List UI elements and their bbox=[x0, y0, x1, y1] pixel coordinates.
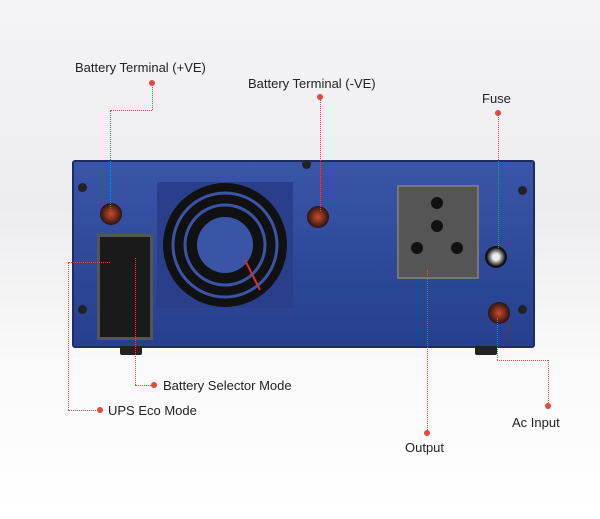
fuse-holder bbox=[485, 246, 507, 268]
callout-dot bbox=[97, 407, 103, 413]
label-battery-terminal-positive: Battery Terminal (+VE) bbox=[75, 60, 206, 75]
label-fuse: Fuse bbox=[482, 91, 511, 106]
foot bbox=[120, 346, 142, 355]
screw bbox=[78, 305, 87, 314]
label-ups-eco-mode: UPS Eco Mode bbox=[108, 403, 197, 418]
output-socket bbox=[397, 185, 479, 279]
screw bbox=[302, 160, 311, 169]
callout-dot bbox=[151, 382, 157, 388]
label-battery-selector-mode: Battery Selector Mode bbox=[163, 378, 292, 393]
callout-dot bbox=[424, 430, 430, 436]
switch-panel bbox=[97, 234, 153, 340]
callout-dot bbox=[495, 110, 501, 116]
battery-positive-terminal bbox=[100, 203, 122, 225]
label-ac-input: Ac Input bbox=[512, 415, 560, 430]
screw bbox=[518, 186, 527, 195]
label-battery-terminal-negative: Battery Terminal (-VE) bbox=[248, 76, 376, 91]
callout-dot bbox=[545, 403, 551, 409]
foot bbox=[475, 346, 497, 355]
ac-input-terminal bbox=[488, 302, 510, 324]
callout-dot bbox=[149, 80, 155, 86]
battery-negative-terminal bbox=[307, 206, 329, 228]
label-output: Output bbox=[405, 440, 445, 455]
screw bbox=[78, 183, 87, 192]
callout-dot bbox=[317, 94, 323, 100]
cooling-fan bbox=[157, 182, 293, 308]
screw bbox=[518, 305, 527, 314]
